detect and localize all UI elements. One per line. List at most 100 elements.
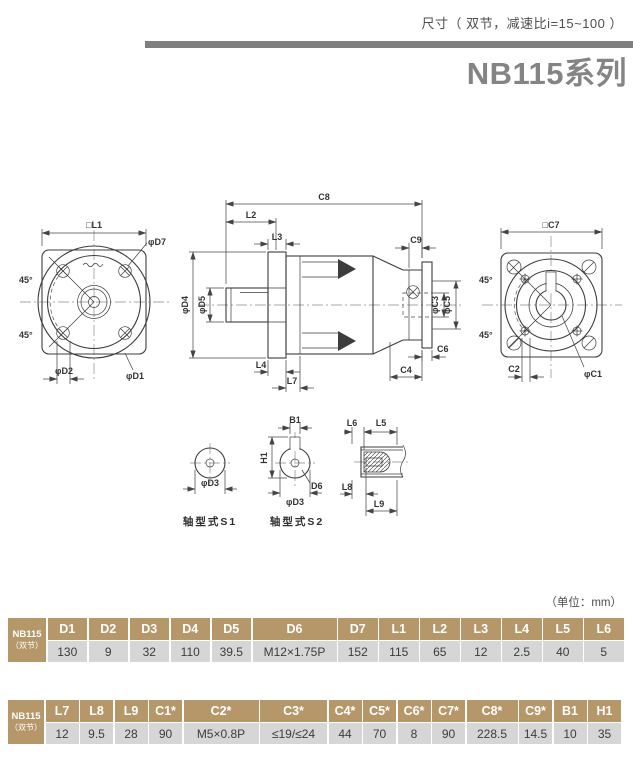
- cell-value: 35: [588, 723, 621, 744]
- cell-value: ≤19/≤24: [260, 723, 327, 744]
- cell-value: 90: [432, 723, 465, 744]
- cell-value: 110: [170, 641, 210, 662]
- table2-col-c8: C8*228.5: [466, 700, 518, 744]
- table2-col-c4: C4*44: [328, 700, 362, 744]
- column-header: B1: [553, 700, 587, 722]
- column-header: L4: [502, 618, 542, 640]
- column-header: L3: [461, 618, 501, 640]
- cell-value: 12: [461, 641, 501, 662]
- column-header: L6: [584, 618, 624, 640]
- front-view: □L1 φD7 45° 45° φD2 φD1: [19, 220, 170, 384]
- dim-angle-upper: 45°: [19, 275, 33, 285]
- cell-value: 28: [114, 723, 148, 744]
- column-header: H1: [588, 700, 621, 722]
- dim-d2: φD2: [55, 366, 73, 376]
- cell-value: 5: [584, 641, 624, 662]
- dim-l3: L3: [272, 232, 283, 242]
- cell-value: 2.5: [502, 641, 542, 662]
- dim-angle-upper: 45°: [479, 275, 493, 285]
- shaft-type-s1: φD3 轴型式S1: [183, 443, 237, 528]
- dim-l1: □L1: [86, 220, 102, 230]
- dim-c5: φC5: [442, 296, 452, 314]
- column-header: C2*: [183, 700, 259, 722]
- table2-col-c9: C9*14.5: [519, 700, 552, 744]
- unit-note: （单位：mm）: [545, 597, 622, 609]
- header-divider-bar: [145, 41, 633, 48]
- column-header: L1: [379, 618, 419, 640]
- cell-value: 90: [149, 723, 182, 744]
- cell-value: 10: [553, 723, 587, 744]
- cell-value: 9: [88, 641, 128, 662]
- caption-s2: 轴型式S2: [270, 515, 324, 528]
- shaft-type-s2: B1 H1 D6 φD3 轴型式S2: [259, 415, 324, 528]
- cell-value: M12×1.75P: [252, 641, 337, 662]
- dim-angle-lower: 45°: [479, 330, 493, 340]
- column-header: D5: [211, 618, 251, 640]
- dim-l5: L5: [376, 418, 387, 428]
- dim-c8: C8: [318, 192, 330, 202]
- dim-c3: φC3: [430, 296, 440, 314]
- page-title: NB115系列: [466, 56, 627, 91]
- dim-l2: L2: [246, 210, 257, 220]
- column-header: L9: [114, 700, 148, 722]
- shaft-keyway-side: L6 L5 L8 L9: [340, 418, 410, 516]
- column-header: D4: [170, 618, 210, 640]
- dim-l8: L8: [342, 482, 353, 492]
- cell-value: 228.5: [466, 723, 518, 744]
- column-header: C1*: [149, 700, 182, 722]
- column-header: L8: [80, 700, 113, 722]
- cell-value: 70: [363, 723, 396, 744]
- table1-series-sub: （双节）: [11, 640, 43, 650]
- column-header: L7: [45, 700, 79, 722]
- dim-d7: φD7: [148, 237, 166, 247]
- dim-c6: C6: [437, 344, 449, 354]
- table2-series: NB115: [11, 710, 41, 722]
- column-header: C8*: [466, 700, 518, 722]
- cell-value: 65: [420, 641, 460, 662]
- dim-l9: L9: [374, 499, 385, 509]
- dim-l4: L4: [256, 360, 267, 370]
- cell-value: 14.5: [519, 723, 552, 744]
- column-header: D1: [47, 618, 87, 640]
- cell-value: 39.5: [211, 641, 251, 662]
- dim-c2: C2: [508, 364, 520, 374]
- rear-view: □C7 45° 45° C2 φC1: [479, 220, 622, 382]
- table2-col-c5: C5*70: [363, 700, 396, 744]
- dim-d5: φD5: [197, 296, 207, 314]
- column-header: C3*: [260, 700, 327, 722]
- page-subtitle: 尺寸（ 双节，减速比i=15~100 ）: [421, 16, 623, 31]
- table2-col-c3: C3*≤19/≤24: [260, 700, 327, 744]
- column-header: C6*: [397, 700, 431, 722]
- dim-c7: □C7: [543, 220, 560, 230]
- dim-s2-d3: φD3: [286, 497, 304, 507]
- table1-series: NB115: [12, 628, 42, 640]
- dim-l7: L7: [287, 376, 298, 386]
- cell-value: 12: [45, 723, 79, 744]
- column-header: C5*: [363, 700, 396, 722]
- dim-s1-d3: φD3: [201, 478, 219, 488]
- cell-value: 8: [397, 723, 431, 744]
- caption-s1: 轴型式S1: [183, 515, 237, 528]
- table2-col-c7: C7*90: [432, 700, 465, 744]
- table1-row-label: NB115 （双节）: [8, 618, 46, 662]
- dim-c1: φC1: [584, 369, 602, 379]
- column-header: D6: [252, 618, 337, 640]
- dim-c9: C9: [410, 235, 422, 245]
- dim-d4: φD4: [180, 296, 190, 314]
- side-view: C8 L2 L3 C9 φD4 φD5 φC3 φC5: [180, 192, 462, 392]
- dim-c4: C4: [400, 365, 412, 375]
